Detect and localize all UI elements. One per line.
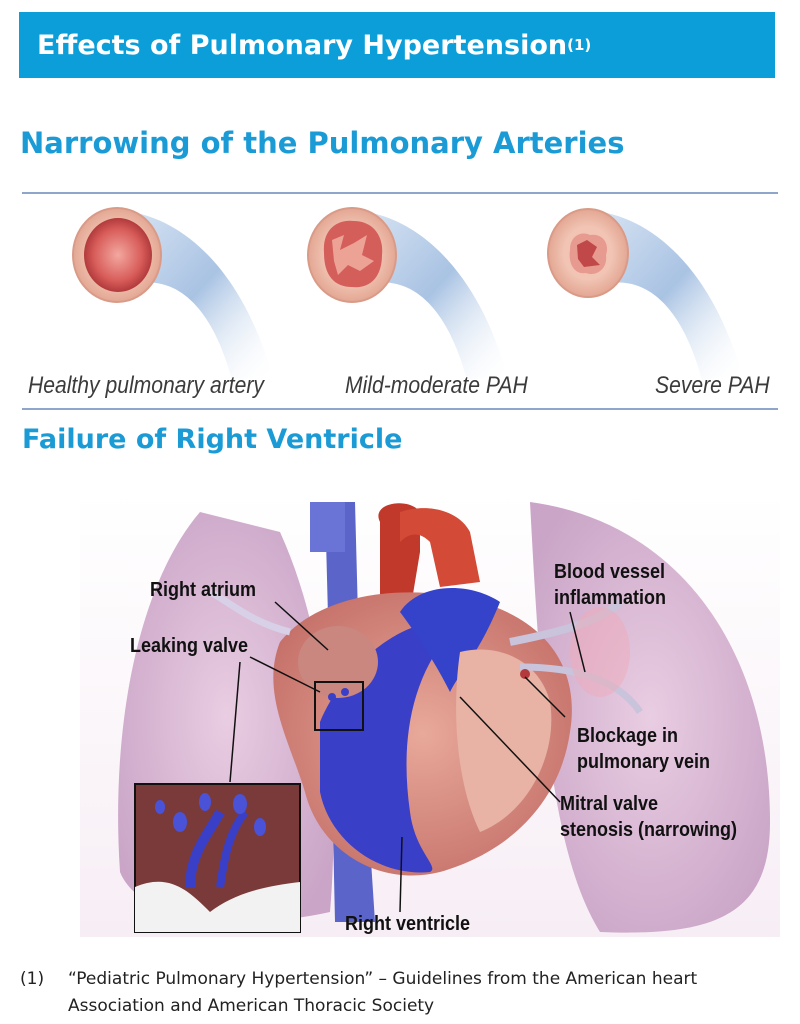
caption-healthy: Healthy pulmonary artery [28,372,264,399]
divider-top [22,192,778,194]
label-right-ventricle: Right ventricle [345,913,471,935]
caption-severe: Severe PAH [655,372,770,399]
leader-lines [229,601,586,913]
label-blood-vessel-2: inflammation [554,587,667,609]
banner-title: Effects of Pulmonary Hypertension [37,29,568,61]
arteries-illustration [22,195,778,407]
right-lung [530,502,770,933]
healthy-artery [72,207,272,380]
heart-svg [80,492,780,937]
label-mitral-2: stenosis (narrowing) [560,819,738,841]
label-leaking-valve: Leaking valve [130,635,249,657]
banner-ref: (1) [567,36,592,54]
divider-bottom [22,408,778,410]
footnote-number: (1) [20,969,45,989]
section-heading-failure: Failure of Right Ventricle [22,424,403,455]
mild-moderate-artery [307,207,507,380]
leaking-valve-inset [134,783,301,933]
valve-box [314,681,364,731]
arteries-svg [72,207,742,380]
page-banner: Effects of Pulmonary Hypertension(1) [19,12,775,78]
caption-mild-moderate: Mild-moderate PAH [345,372,528,399]
right-atrium-shape [298,626,378,698]
heart-illustration: Right atrium Leaking valve Blood vessel … [80,492,780,937]
label-blockage-2: pulmonary vein [577,751,711,773]
section-heading-narrowing: Narrowing of the Pulmonary Arteries [20,126,625,160]
label-blockage-1: Blockage in [577,725,679,747]
label-blood-vessel-1: Blood vessel [554,561,666,583]
footnote-text: “Pediatric Pulmonary Hypertension” – Gui… [68,969,698,1016]
blockage-dot [520,669,530,679]
severe-artery [547,208,742,380]
label-mitral-1: Mitral valve [560,793,659,815]
label-right-atrium: Right atrium [150,579,257,601]
